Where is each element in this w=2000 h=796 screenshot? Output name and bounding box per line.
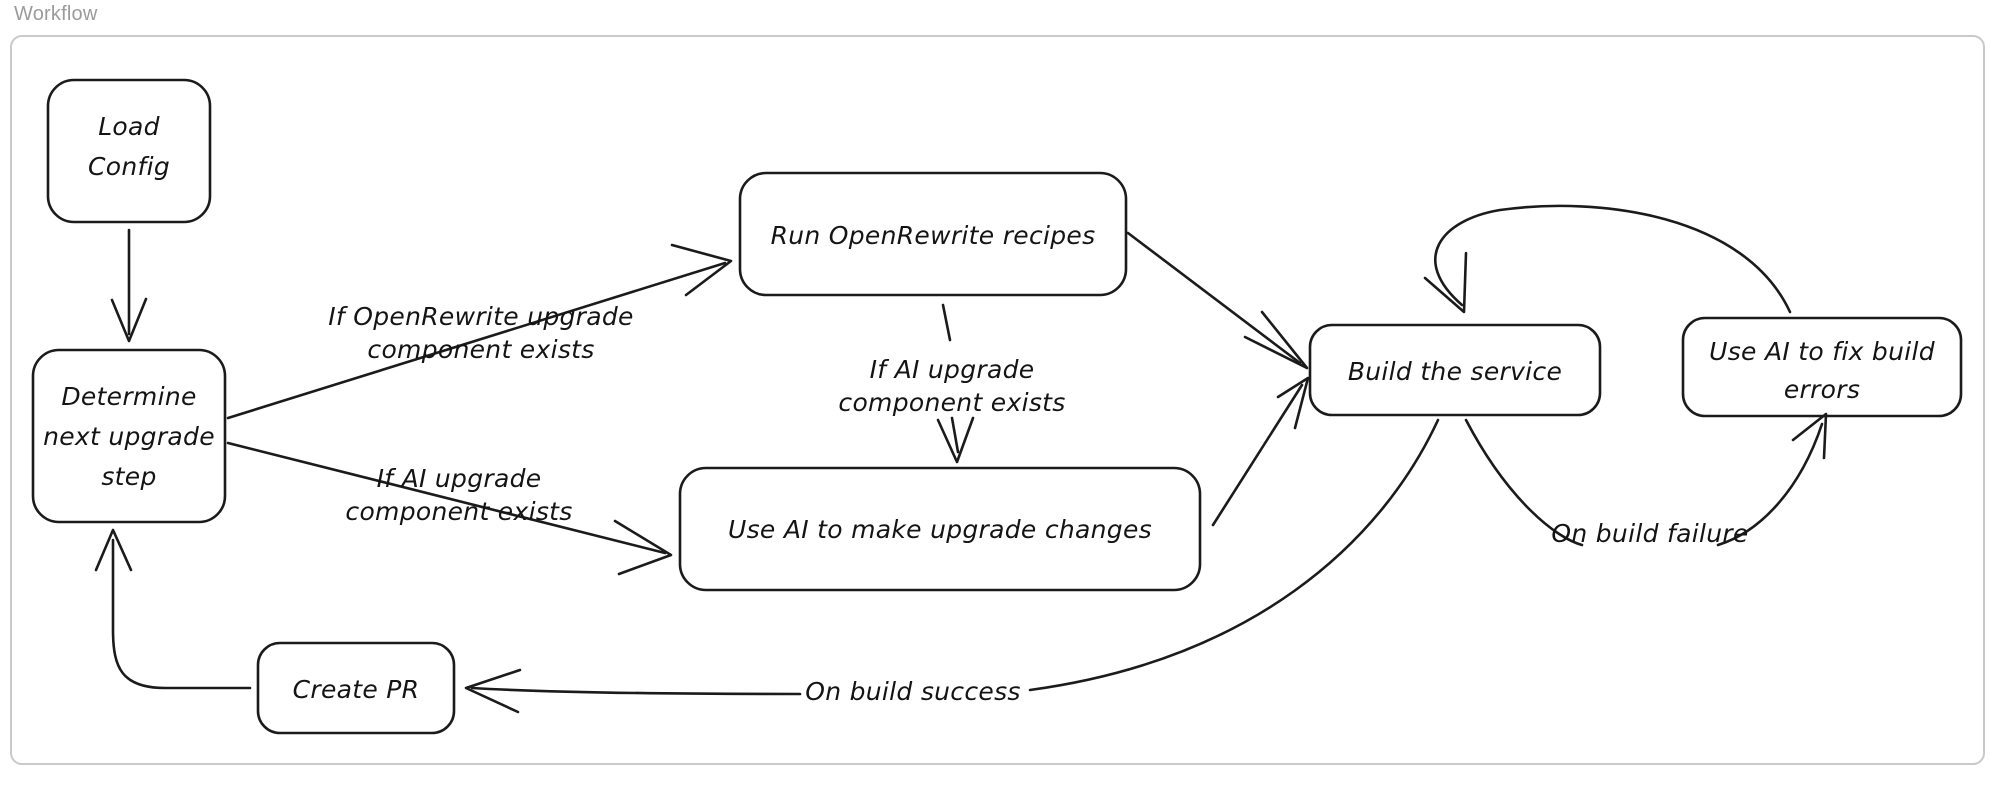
edge-line: [1434, 204, 1792, 314]
edge-label-build-success: On build success: [805, 677, 1020, 706]
arrow-head-icon: [1276, 376, 1310, 430]
node-use-ai-changes[interactable]: Use AI to make upgrade changes: [678, 466, 1202, 592]
node-create-pr-box: [256, 641, 456, 735]
node-use-ai-fix-errors-label-line2: errors: [1784, 375, 1860, 404]
edge-use-ai-fix-errors-to-build-service: [1423, 204, 1792, 314]
edge-load-config-to-determine: [110, 228, 148, 343]
edge-label-ai-cond-center-line1: If AI upgrade: [870, 355, 1035, 384]
edge-build-service-to-use-ai-fix-errors: [1464, 412, 1828, 547]
node-determine-step-label-line2: next upgrade: [43, 422, 215, 451]
edge-label-openrewrite-cond: If OpenRewrite upgrade component exists: [328, 302, 633, 364]
node-load-config-label-line2: Config: [88, 152, 170, 181]
arrow-head-icon: [1791, 412, 1828, 460]
edge-label-ai-cond-left-line2: component exists: [345, 497, 572, 526]
edge-line-out: [1464, 418, 1584, 547]
edge-line: [226, 261, 727, 420]
node-determine-step-box: [31, 348, 227, 524]
edge-line-upper: [941, 303, 952, 342]
edge-label-ai-cond-left: If AI upgrade component exists: [345, 464, 572, 526]
node-use-ai-changes-label: Use AI to make upgrade changes: [728, 515, 1152, 544]
edge-run-openrewrite-to-use-ai-changes: [936, 303, 975, 464]
edge-use-ai-changes-to-build-service: [1211, 376, 1310, 527]
edge-determine-to-run-openrewrite: [226, 243, 733, 420]
arrow-head-icon: [670, 243, 733, 297]
arrow-head-icon: [464, 668, 522, 714]
edge-label-openrewrite-cond-line1: If OpenRewrite upgrade: [328, 302, 633, 331]
edge-label-build-failure-text: On build failure: [1551, 519, 1748, 548]
node-load-config-label-line1: Load: [98, 112, 160, 141]
node-determine-step-label-line1: Determine: [61, 382, 196, 411]
edge-label-ai-cond-center: If AI upgrade component exists: [838, 355, 1065, 417]
node-run-openrewrite-label: Run OpenRewrite recipes: [771, 221, 1096, 250]
arrow-head-icon: [94, 528, 133, 572]
node-create-pr-label: Create PR: [293, 675, 420, 704]
edge-line: [226, 441, 667, 555]
edge-line-left: [470, 686, 802, 696]
node-determine-step-label-line3: step: [101, 462, 156, 491]
node-build-service[interactable]: Build the service: [1308, 323, 1602, 417]
node-use-ai-fix-errors-label-line1: Use AI to fix build: [1709, 337, 1935, 366]
edge-label-build-success-text: On build success: [805, 677, 1020, 706]
edge-create-pr-to-determine: [94, 528, 252, 690]
edge-line: [111, 538, 252, 690]
edge-run-openrewrite-to-build-service: [1126, 231, 1309, 370]
arrow-head-icon: [936, 416, 975, 464]
arrow-head-icon: [1423, 251, 1468, 314]
edge-build-service-to-create-pr: [464, 418, 1440, 714]
edge-label-openrewrite-cond-line2: component exists: [367, 335, 594, 364]
edge-line: [1211, 383, 1304, 527]
edge-line: [1126, 231, 1302, 365]
node-run-openrewrite[interactable]: Run OpenRewrite recipes: [738, 171, 1128, 297]
edge-line-right: [1028, 418, 1440, 692]
node-use-ai-fix-errors[interactable]: Use AI to fix build errors: [1681, 316, 1963, 418]
edge-label-build-failure: On build failure: [1551, 519, 1748, 548]
node-build-service-label: Build the service: [1348, 357, 1562, 386]
node-create-pr[interactable]: Create PR: [256, 641, 456, 735]
node-use-ai-changes-box: [678, 466, 1202, 592]
arrow-head-icon: [110, 297, 148, 343]
arrow-head-icon: [1243, 310, 1309, 370]
node-load-config-box: [46, 78, 212, 224]
page-title: Workflow: [14, 3, 98, 25]
node-run-openrewrite-box: [738, 171, 1128, 297]
edge-determine-to-use-ai-changes: [226, 441, 673, 576]
edge-label-ai-cond-center-line2: component exists: [838, 388, 1065, 417]
node-load-config[interactable]: Load Config: [46, 78, 212, 224]
edge-line-in: [1716, 422, 1824, 547]
edge-label-ai-cond-left-line1: If AI upgrade: [377, 464, 542, 493]
arrow-head-icon: [613, 519, 673, 576]
node-determine-step[interactable]: Determine next upgrade step: [31, 348, 227, 524]
edge-line-lower: [950, 416, 960, 454]
node-build-service-box: [1308, 323, 1602, 417]
